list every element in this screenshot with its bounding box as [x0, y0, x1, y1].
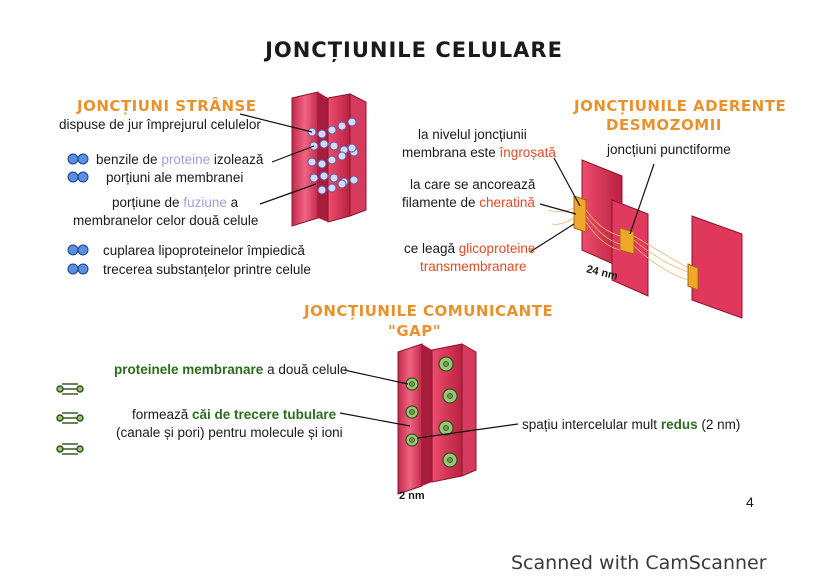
gap-right-highlight: redus [660, 417, 698, 432]
tight-line-2: porțiuni ale membranei [106, 170, 244, 185]
protein-bullet-icons [67, 153, 89, 275]
adherent-line-2: membrana este îngroșată [402, 144, 556, 161]
adherent-line-2-highlight: îngroșată [499, 145, 556, 160]
gap-junction-illustration [397, 343, 477, 495]
gap-heading: JONCȚIUNILE COMUNICANTE [304, 302, 554, 320]
gap-line-2-highlight: căi de trecere tubulare [192, 407, 337, 422]
adherent-line-4: filamente de cheratină [402, 194, 535, 211]
tight-line-3-post: a [226, 195, 239, 210]
gap-right-pre: spațiu intercelular mult [522, 417, 661, 432]
tight-line-4: membranelor celor două celule [73, 213, 259, 228]
tight-leader-lines [239, 113, 317, 205]
tight-junction-illustration [291, 91, 367, 227]
adherent-punctiform-label: joncțiuni punctiforme [607, 142, 731, 157]
gap-line-1-highlight: proteinele membranare [114, 362, 264, 377]
gap-line-1-post: a două celule [263, 362, 348, 377]
gap-line-3: (canale și pori) pentru molecule și ioni [116, 425, 343, 440]
tight-line-5: cuplarea lipoproteinelor împiedică [103, 243, 305, 258]
adherent-line-4-pre: filamente de [402, 195, 480, 210]
adherent-line-1: la nivelul joncțiunii [418, 127, 527, 142]
adherent-line-5-pre: ce leagă [404, 241, 459, 256]
gap-line-2: formează căi de trecere tubulare [132, 406, 336, 423]
desmosome-illustration [547, 159, 743, 319]
gap-line-2-pre: formează [132, 407, 193, 422]
gap-right-post: (2 nm) [697, 417, 741, 432]
tight-junction-heading: JONCȚIUNI STRÂNSE [77, 97, 257, 115]
tight-line-3: porțiune de fuziune a [112, 194, 238, 211]
gap-subheading: "GAP" [388, 322, 442, 340]
connexon-bullet-icons [56, 383, 84, 455]
tight-line-1-highlight: proteine [161, 152, 211, 167]
page-title: JONCȚIUNILE CELULARE [265, 38, 563, 62]
adherent-line-5-highlight: glicoproteine [458, 241, 536, 256]
adherent-line-5: ce leagă glicoproteine [404, 240, 535, 257]
adherent-line-3: la care se ancorează [410, 177, 536, 192]
tight-subtitle: dispuse de jur împrejurul celulelor [59, 117, 261, 132]
tight-line-6: trecerea substanțelor printre celule [103, 262, 311, 277]
adherent-line-4-highlight: cheratină [479, 195, 535, 210]
tight-line-1-pre: benzile de [96, 152, 162, 167]
desmosome-leader-lines [529, 157, 655, 253]
gap-line-1: proteinele membranare a două celule [114, 361, 347, 378]
desmosome-heading: DESMOZOMII [606, 116, 722, 134]
camscanner-watermark: Scanned with CamScanner [511, 552, 767, 574]
page-number: 4 [746, 494, 754, 510]
tight-line-3-highlight: fuziune [183, 195, 227, 210]
adherent-line-2-pre: membrana este [402, 145, 500, 160]
gap-scale-label: 2 nm [399, 490, 425, 502]
adherent-heading: JONCȚIUNILE ADERENTE [574, 97, 787, 115]
gap-leader-lines [339, 369, 519, 439]
tight-line-1-post: izolează [210, 152, 264, 167]
tight-line-3-pre: porțiune de [112, 195, 184, 210]
adherent-line-6: transmembranare [420, 259, 527, 274]
gap-right-label: spațiu intercelular mult redus (2 nm) [522, 416, 740, 433]
tight-line-1: benzile de proteine izolează [96, 151, 263, 168]
